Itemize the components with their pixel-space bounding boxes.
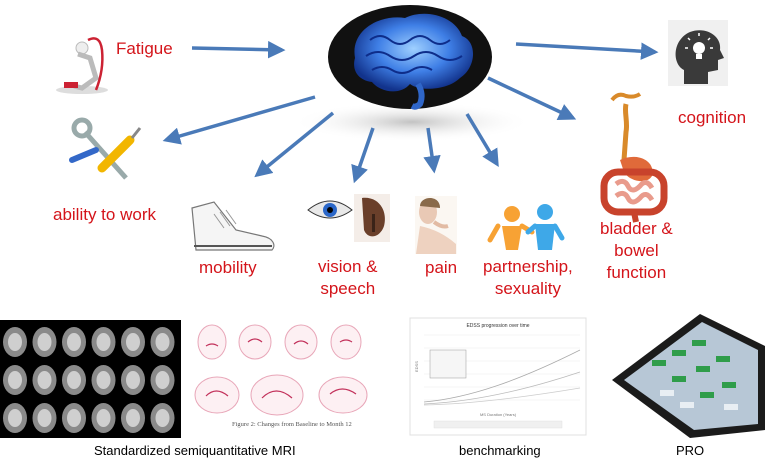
caption-benchmarking: benchmarking <box>459 443 541 458</box>
mri-slice-core <box>126 371 140 389</box>
caption-pro: PRO <box>676 443 705 458</box>
mri-slice-core <box>96 371 111 389</box>
fatigue-figure-icon <box>56 37 108 94</box>
partnership-figures-icon <box>487 204 565 250</box>
label-cognition: cognition <box>678 108 747 127</box>
tablet-image <box>612 314 765 438</box>
edss-chart-image: EDSS progression over time EDSS MS Durat… <box>409 317 587 436</box>
tools-icon <box>69 117 142 180</box>
arrow-partnership <box>465 113 499 168</box>
label-partnership-line1: partnership, <box>483 257 573 276</box>
label-bladder: bladder & bowel function <box>600 218 673 284</box>
label-ability-to-work: ability to work <box>53 205 156 224</box>
arrow-vision <box>351 127 375 184</box>
mri-slice-core <box>37 333 52 351</box>
mri-slice-core <box>155 333 170 351</box>
speech-face-image <box>354 194 390 242</box>
label-partnership: partnership, sexuality <box>483 256 573 300</box>
label-mobility: mobility <box>199 258 257 277</box>
pain-neck-image <box>415 196 457 254</box>
mri-grid-image <box>0 320 181 438</box>
label-bladder-line2: bowel <box>614 241 659 260</box>
arrow-mobility <box>254 111 335 178</box>
figure2-caption: Figure 2: Changes from Baseline to Month… <box>232 421 352 428</box>
arrow-cognition <box>515 42 659 60</box>
mri-slice-core <box>8 333 22 351</box>
mri-slice-core <box>67 371 81 389</box>
mri-slice-core <box>96 333 111 351</box>
edss-chart-xlabel: MS Duration (Years) <box>480 412 517 417</box>
edss-chart-ylabel: EDSS <box>414 361 419 372</box>
mri-slice-core <box>67 409 81 427</box>
mri-slice-core <box>155 371 170 389</box>
brain-image <box>292 5 532 142</box>
mri-slice-core <box>67 333 81 351</box>
label-vision-line2: speech <box>320 279 376 298</box>
label-fatigue: Fatigue <box>116 39 173 58</box>
mri-slice-core <box>8 409 22 427</box>
edss-chart-title: EDSS progression over time <box>466 323 529 329</box>
digestive-system-image <box>600 92 668 223</box>
mri-slice-core <box>155 409 170 427</box>
brain-slices-image: Figure 2: Changes from Baseline to Month… <box>194 324 368 428</box>
mri-slice-core <box>96 409 111 427</box>
mri-slice-core <box>8 371 22 389</box>
arrow-bladder <box>487 76 577 120</box>
arrows <box>162 40 659 184</box>
label-pain: pain <box>425 258 458 277</box>
arrow-fatigue <box>191 40 286 59</box>
label-vision-speech: vision & speech <box>318 256 378 300</box>
mri-slice-core <box>37 371 52 389</box>
arrow-pain <box>423 127 441 174</box>
mri-slice-core <box>126 409 140 427</box>
label-vision-line1: vision & <box>318 257 378 276</box>
sneaker-image <box>191 201 275 251</box>
label-bladder-line3: function <box>606 263 667 282</box>
label-partnership-line2: sexuality <box>494 279 561 298</box>
mri-slice-core <box>37 409 52 427</box>
label-bladder-line1: bladder & <box>600 219 673 238</box>
arrow-ability <box>162 95 316 145</box>
eye-image <box>305 194 355 224</box>
mri-slice-core <box>126 333 140 351</box>
head-lightbulb-icon <box>668 20 728 86</box>
caption-mri: Standardized semiquantitative MRI <box>94 443 296 458</box>
